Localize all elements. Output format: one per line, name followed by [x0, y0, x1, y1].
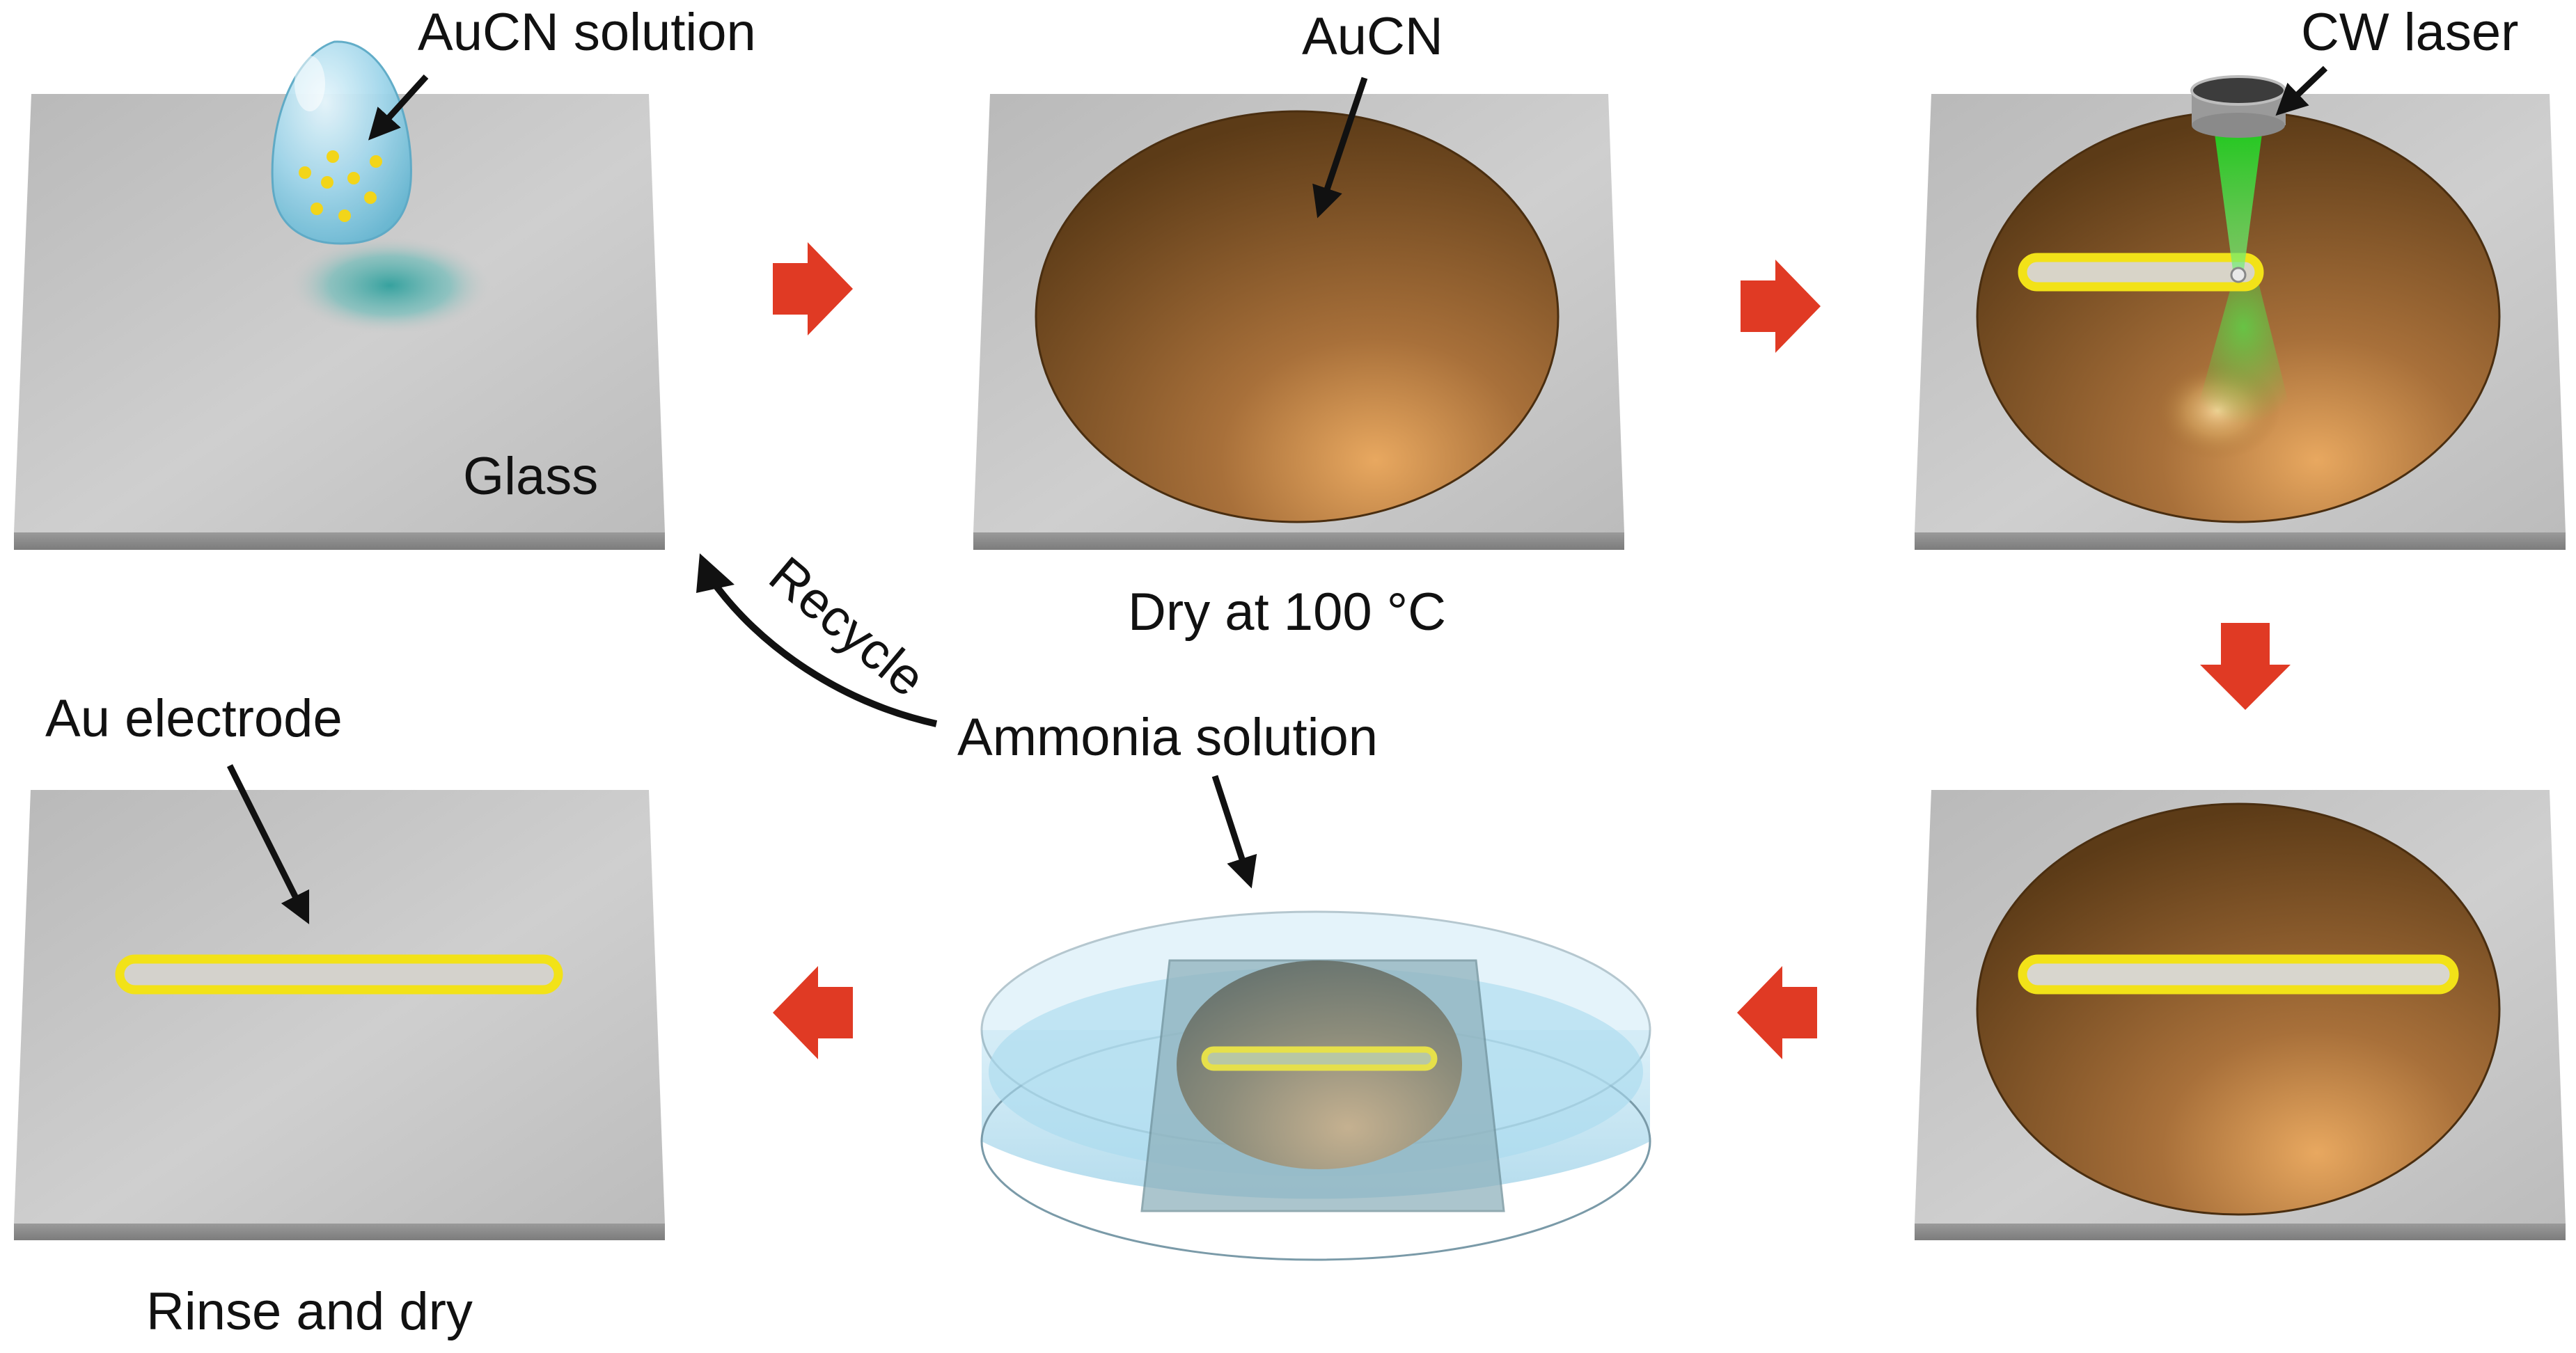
label-aucn: AuCN [1302, 7, 1443, 66]
au-electrode-line [115, 954, 563, 995]
gold-line [2018, 954, 2459, 995]
flow-arrow-left-1 [1737, 966, 1817, 1059]
label-cw-laser: CW laser [2301, 3, 2518, 62]
flow-arrow-left-2 [773, 966, 853, 1059]
label-au-electrode: Au electrode [45, 689, 343, 748]
written-line [2018, 253, 2264, 292]
flow-arrow-down [2200, 623, 2291, 710]
pointer-ammonia [1211, 775, 1257, 889]
glass-slide [14, 790, 665, 1240]
solution-stain [289, 237, 491, 334]
gold-line [1201, 1046, 1438, 1071]
recycle-arrow: Recycle [696, 546, 938, 727]
label-dry: Dry at 100 °C [1128, 583, 1446, 642]
panel-au-electrode: Au electrode Rinse and dry [14, 689, 665, 1341]
panel-laser-writing: CW laser [1915, 3, 2566, 550]
panel-ammonia-dish: Ammonia solution [957, 708, 1651, 1261]
pointer-aucn [1312, 77, 1368, 219]
pointer-cw-laser [2275, 65, 2328, 116]
label-recycle: Recycle [759, 546, 936, 708]
flow-arrow-right-1 [773, 242, 853, 335]
label-ammonia-solution: Ammonia solution [957, 708, 1378, 767]
laser-beam [2214, 129, 2263, 275]
label-glass: Glass [463, 447, 598, 506]
flow-arrow-right-2 [1741, 260, 1821, 353]
label-rinse-dry: Rinse and dry [146, 1282, 473, 1341]
aucn-film [1035, 110, 1560, 523]
aucn-film [1976, 802, 2501, 1216]
panel-glass-droplet: AuCN solution Glass [14, 3, 756, 550]
pointer-aucn-solution [368, 74, 429, 141]
panel-written-film [1915, 790, 2566, 1240]
laser-scatter [2193, 285, 2294, 425]
laser-focus [2230, 267, 2247, 283]
label-aucn-solution: AuCN solution [418, 3, 756, 62]
laser-head-icon [2190, 75, 2286, 138]
pointer-au-electrode [226, 763, 310, 925]
panel-aucn-film: AuCN Dry at 100 °C [973, 7, 1624, 642]
droplet-icon [271, 40, 412, 245]
